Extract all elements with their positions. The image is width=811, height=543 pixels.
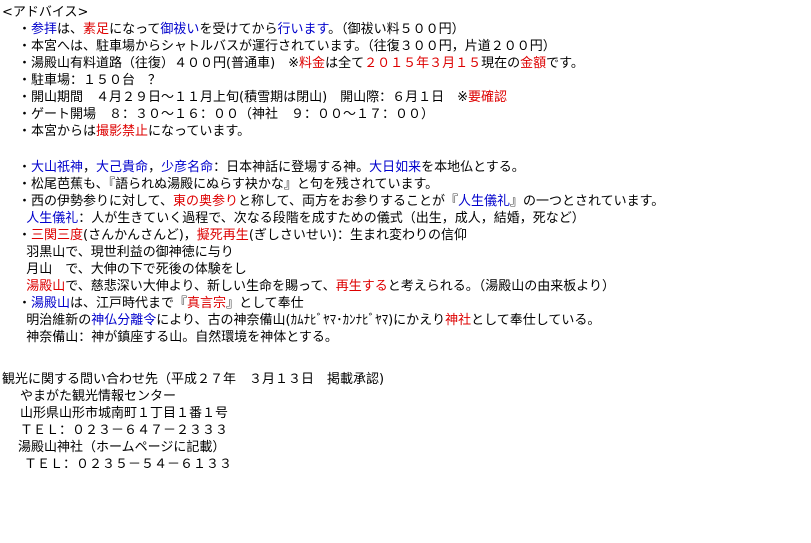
text-segment: ：人が生きていく過程で、次なる段階を成すための儀式（出生，成人，結婚，死など）	[78, 211, 585, 226]
highlight-red: 料金	[299, 56, 326, 71]
text-segment: ・	[18, 22, 32, 37]
text-segment: です。	[546, 56, 584, 71]
text-line: ・駐車場：１５０台 ？	[18, 72, 161, 89]
highlight-blue: 大山祇神	[31, 160, 84, 175]
text-segment: になって	[109, 22, 161, 37]
text-line: やまがた観光情報センター	[20, 388, 176, 405]
text-line: 観光に関する問い合わせ先（平成２７年 ３月１３日 掲載承認)	[2, 371, 384, 388]
text-line: ・松尾芭蕉も、『語られぬ湯殿にぬらす袂かな』と句を残されています。	[18, 176, 438, 193]
text-segment: を受けてから	[199, 22, 278, 37]
text-segment: ・駐車場：１５０台 ？	[18, 73, 162, 88]
highlight-blue: 御祓い	[160, 22, 200, 37]
text-line: ・三関三度(さんかんさんど)，擬死再生(ぎしさいせい)：生まれ変わりの信仰	[18, 227, 467, 244]
highlight-red: 素足	[83, 22, 110, 37]
highlight-blue: 人生儀礼	[457, 194, 510, 209]
text-segment: ：日本神話に登場する神。	[213, 160, 370, 175]
text-segment: 』として奉仕	[226, 296, 304, 311]
text-segment: 羽黒山で、現世利益の御神徳に与り	[18, 245, 234, 260]
text-segment: と称して、両方をお参りすることが『	[237, 194, 458, 209]
text-segment: になっています。	[148, 124, 251, 139]
text-segment: ・本宮からは	[18, 124, 97, 139]
text-segment: <アドバイス>	[2, 5, 89, 20]
text-segment: やまがた観光情報センター	[20, 389, 177, 404]
text-line: ＴＥＬ：０２３５－５４－６１３３	[24, 456, 232, 473]
text-segment: 山形県山形市城南町１丁目１番１号	[20, 406, 229, 421]
text-line: ・湯殿山有料道路（往復）４００円(普通車) ※料金は全て２０１５年３月１５現在の…	[18, 55, 584, 72]
text-line: 神奈備山：神が鎮座する山。自然環境を神体とする。	[18, 329, 338, 346]
text-line: 羽黒山で、現世利益の御神徳に与り	[18, 244, 234, 261]
text-segment: 湯殿山神社（ホームページに記載）	[18, 440, 226, 455]
text-line: <アドバイス>	[2, 4, 88, 21]
text-segment: と考えられる。（湯殿山の由来板より）	[387, 279, 615, 294]
text-segment: 明治維新の	[18, 313, 92, 328]
text-segment: (さんかんさんど)，	[83, 228, 197, 243]
highlight-red: 再生する	[335, 279, 388, 294]
highlight-blue: 湯殿山	[31, 296, 71, 311]
highlight-blue: 行います	[277, 22, 329, 37]
text-segment: ・	[18, 296, 32, 311]
text-line: ・西の伊勢参りに対して、東の奥参りと称して、両方をお参りすることが『人生儀礼』の…	[18, 193, 664, 210]
text-segment: ・本宮へは、駐車場からシャトルバスが運行されています。（往復３００円，片道２００…	[18, 39, 556, 54]
text-segment: ・松尾芭蕉も、『語られぬ湯殿にぬらす袂かな』と句を残されています。	[18, 177, 439, 192]
text-segment: で、慈悲深い大伸より、新しい生命を賜って、	[65, 279, 336, 294]
text-segment: 神奈備山：神が鎮座する山。自然環境を神体とする。	[18, 330, 338, 345]
highlight-red: 擬死再生	[196, 228, 249, 243]
text-line: 湯殿山で、慈悲深い大伸より、新しい生命を賜って、再生すると考えられる。（湯殿山の…	[18, 278, 615, 295]
text-segment: ・ゲート開場 ８：３０～１６：００（神社 ９：００～１７：００）	[18, 107, 435, 122]
text-segment: ・	[18, 160, 32, 175]
text-line: ・本宮からは撮影禁止になっています。	[18, 123, 250, 140]
text-segment: は全て	[325, 56, 365, 71]
highlight-red: 金額	[520, 56, 547, 71]
text-segment: は、	[57, 22, 84, 37]
highlight-red: 湯殿山	[26, 279, 66, 294]
highlight-red: 神社	[445, 313, 472, 328]
text-segment: ・開山期間 ４月２９日～１１月上旬(積雪期は閉山) 開山際：６月１日 ※	[18, 90, 469, 105]
highlight-blue: 人生儀礼	[26, 211, 79, 226]
text-line: ＴＥＬ：０２３－６４７－２３３３	[20, 422, 228, 439]
text-line: 湯殿山神社（ホームページに記載）	[18, 439, 225, 456]
text-segment: 現在の	[481, 56, 521, 71]
text-segment: ，	[83, 160, 97, 175]
text-segment: ＴＥＬ：０２３５－５４－６１３３	[24, 457, 233, 472]
text-line: 人生儀礼：人が生きていく過程で、次なる段階を成すための儀式（出生，成人，結婚，死…	[18, 210, 585, 227]
highlight-red: ２０１５年３月１５	[364, 56, 482, 71]
highlight-blue: 大日如来	[369, 160, 422, 175]
text-segment: として奉仕している。	[471, 313, 601, 328]
text-segment: により、古の神奈備山(ｶﾑﾅﾋﾞﾔﾏ･ｶﾝﾅﾋﾞﾔﾏ)にかえり	[156, 313, 446, 328]
text-line: ・大山祇神，大己貴命，少彦名命：日本神話に登場する神。大日如来を本地仏とする。	[18, 159, 525, 176]
text-segment: 』の一つとされています。	[509, 194, 665, 209]
highlight-blue: 神仏分離令	[91, 313, 157, 328]
text-segment: 。（御祓い料５００円）	[328, 22, 465, 37]
text-line: ・本宮へは、駐車場からシャトルバスが運行されています。（往復３００円，片道２００…	[18, 38, 556, 55]
text-segment: (ぎしさいせい)：生まれ変わりの信仰	[248, 228, 467, 243]
highlight-red: 要確認	[468, 90, 508, 105]
highlight-blue: 少彦名命	[161, 160, 214, 175]
text-segment: を本地仏とする。	[421, 160, 525, 175]
text-segment: ，	[148, 160, 162, 175]
text-segment: ・	[18, 228, 32, 243]
text-line: 明治維新の神仏分離令により、古の神奈備山(ｶﾑﾅﾋﾞﾔﾏ･ｶﾝﾅﾋﾞﾔﾏ)にかえ…	[18, 312, 600, 329]
text-line: 山形県山形市城南町１丁目１番１号	[20, 405, 228, 422]
highlight-red: 真言宗	[187, 296, 227, 311]
text-line: ・ゲート開場 ８：３０～１６：００（神社 ９：００～１７：００）	[18, 106, 434, 123]
text-line: ・開山期間 ４月２９日～１１月上旬(積雪期は閉山) 開山際：６月１日 ※要確認	[18, 89, 507, 106]
text-segment: 観光に関する問い合わせ先（平成２７年 ３月１３日 掲載承認)	[2, 372, 385, 387]
text-segment: は、江戸時代まで『	[70, 296, 188, 311]
highlight-red: 三関三度	[31, 228, 84, 243]
highlight-blue: 大己貴命	[96, 160, 149, 175]
text-segment: ＴＥＬ：０２３－６４７－２３３３	[20, 423, 229, 438]
highlight-red: 東の奥参り	[172, 194, 238, 209]
text-line: ・参拝は、素足になって御祓いを受けてから行います。（御祓い料５００円）	[18, 21, 465, 38]
text-line: 月山 で、大伸の下で死後の体験をし	[18, 261, 247, 278]
text-segment: ・湯殿山有料道路（往復）４００円(普通車) ※	[18, 56, 300, 71]
highlight-blue: 参拝	[31, 22, 58, 37]
text-line: ・湯殿山は、江戸時代まで『真言宗』として奉仕	[18, 295, 304, 312]
text-segment: ・西の伊勢参りに対して、	[18, 194, 173, 209]
highlight-red: 撮影禁止	[96, 124, 149, 139]
text-segment: 月山 で、大伸の下で死後の体験をし	[18, 262, 247, 277]
